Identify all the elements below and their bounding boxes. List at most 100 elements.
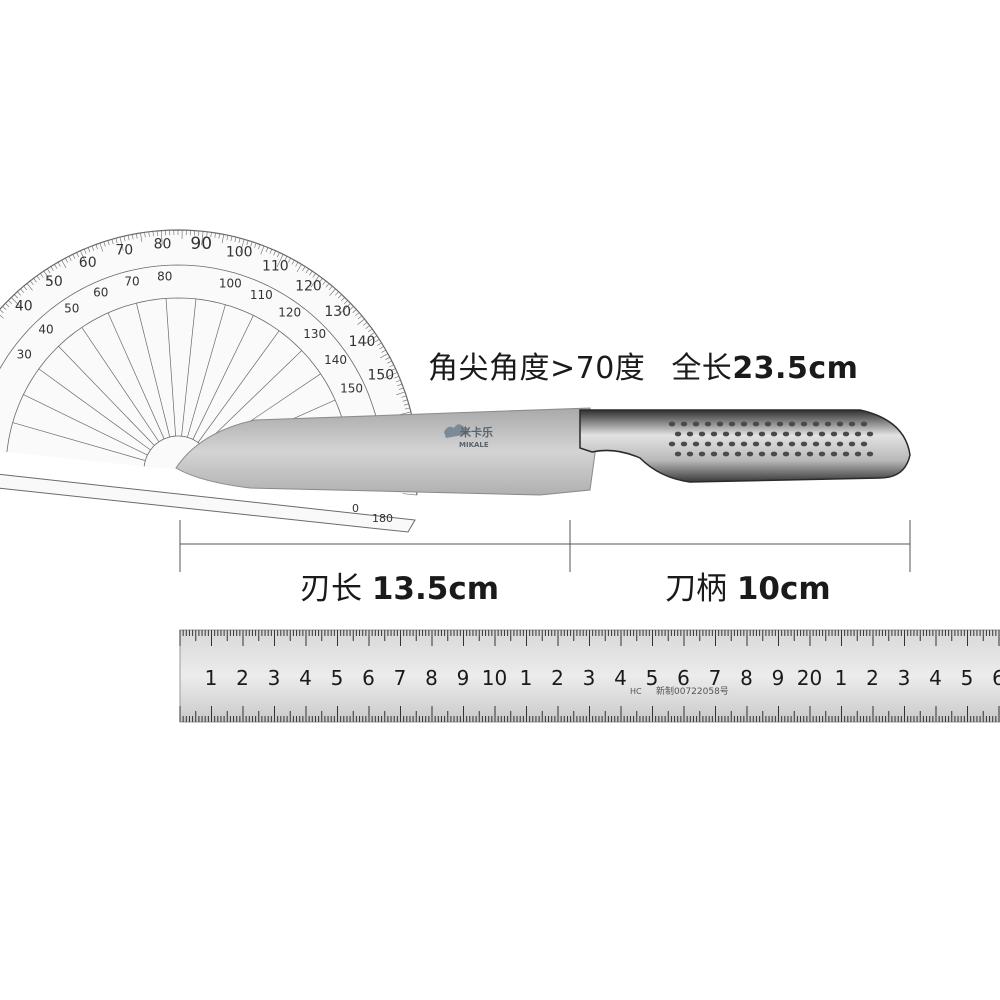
protractor-tick xyxy=(390,368,396,371)
handle-dimple xyxy=(728,421,736,427)
handle-dimple xyxy=(854,451,862,457)
protractor-tick xyxy=(352,309,357,313)
protractor-outer-label: 140 xyxy=(349,334,376,350)
ruler-number: 5 xyxy=(961,666,974,690)
ruler-number: 7 xyxy=(394,666,407,690)
protractor-tick xyxy=(72,254,76,259)
protractor-tick xyxy=(310,275,320,288)
protractor-tick xyxy=(144,232,146,238)
protractor-tick xyxy=(288,257,291,263)
blade-length-caption: 刃长 13.5cm xyxy=(300,563,499,608)
handle-dimple xyxy=(752,421,760,427)
protractor-tick xyxy=(23,285,28,291)
handle-dimple xyxy=(800,441,808,447)
handle-dimple xyxy=(752,441,760,447)
protractor-tick xyxy=(396,391,406,396)
protractor-tick xyxy=(95,244,98,250)
protractor-tick xyxy=(309,270,313,276)
ruler-number: 6 xyxy=(677,666,690,690)
protractor-tick xyxy=(20,288,25,293)
handle-dimple xyxy=(806,431,814,437)
protractor-outer-label: 100 xyxy=(226,245,253,261)
protractor-tick xyxy=(291,259,295,265)
protractor-tick xyxy=(269,248,273,254)
ruler-number: 9 xyxy=(772,666,785,690)
protractor-tick xyxy=(398,387,404,390)
handle-dimple xyxy=(794,431,802,437)
protractor-tick xyxy=(160,230,163,245)
handle-dimple xyxy=(854,431,862,437)
protractor-inner-label: 140 xyxy=(324,353,347,367)
ruler-number: 2 xyxy=(236,666,249,690)
total-length-label: 全长 xyxy=(671,351,733,386)
protractor-end-label: 180 xyxy=(372,512,393,525)
protractor-tick xyxy=(335,291,339,296)
protractor-inner-label: 40 xyxy=(38,322,53,336)
ruler-number: 1 xyxy=(205,666,218,690)
ruler-stamp: 新制00722058号 xyxy=(656,685,729,697)
handle-dimple xyxy=(794,451,802,457)
protractor-tick xyxy=(260,245,265,255)
protractor-tick xyxy=(277,252,280,258)
protractor-tick xyxy=(201,231,204,246)
protractor-inner-label: 100 xyxy=(219,276,242,290)
ruler-number: 1 xyxy=(520,666,533,690)
protractor-tick xyxy=(17,291,21,296)
handle-dimple xyxy=(812,441,820,447)
protractor-tick xyxy=(305,268,309,274)
handle-dimple xyxy=(782,451,790,457)
protractor-ray xyxy=(58,346,155,446)
handle-dimple xyxy=(686,451,694,457)
handle-dimple xyxy=(716,441,724,447)
handle-dimple xyxy=(686,431,694,437)
handle-dimple xyxy=(842,451,850,457)
ruler-number: 4 xyxy=(299,666,312,690)
ruler-number: 4 xyxy=(614,666,627,690)
protractor-tick xyxy=(234,237,237,243)
protractor-tick xyxy=(36,275,41,281)
protractor-tick xyxy=(246,240,249,246)
protractor-outer-label: 120 xyxy=(295,278,322,294)
protractor-tick xyxy=(312,273,316,278)
handle-dimple xyxy=(770,451,778,457)
ruler-number: 4 xyxy=(929,666,942,690)
protractor-tick xyxy=(127,235,130,241)
protractor-ray xyxy=(81,327,160,443)
protractor-tick xyxy=(340,303,351,314)
handle-dimple xyxy=(746,431,754,437)
handle-dimple xyxy=(710,431,718,437)
protractor-tick xyxy=(365,335,378,344)
protractor-outer-label: 90 xyxy=(190,234,212,254)
handle-dimple xyxy=(830,431,838,437)
protractor-tick xyxy=(221,234,225,244)
ruler-number: 3 xyxy=(268,666,281,690)
handle-dimple xyxy=(734,431,742,437)
handle-dimple xyxy=(758,431,766,437)
protractor-tick xyxy=(107,240,110,246)
ruler-number: 7 xyxy=(709,666,722,690)
handle-length-caption: 刀柄 10cm xyxy=(665,563,831,608)
handle-dimple xyxy=(836,421,844,427)
handle-dimple xyxy=(704,421,712,427)
handle-dimple xyxy=(746,451,754,457)
protractor-tick xyxy=(385,357,391,360)
protractor-tick xyxy=(0,309,4,313)
protractor-tick xyxy=(0,314,4,319)
protractor-tick xyxy=(379,346,384,350)
handle-dimple xyxy=(848,441,856,447)
protractor-inner-label: 30 xyxy=(17,347,32,361)
handle-dimple xyxy=(818,431,826,437)
protractor-tick xyxy=(374,339,380,343)
protractor-tick xyxy=(61,259,67,269)
protractor-ray xyxy=(165,298,176,437)
protractor-tick xyxy=(404,407,410,410)
protractor-tick xyxy=(254,242,257,248)
protractor-tick xyxy=(250,241,253,247)
handle-dimple xyxy=(692,441,700,447)
protractor-tick xyxy=(87,247,91,253)
handle-dimple xyxy=(806,451,814,457)
protractor-tick xyxy=(240,239,245,253)
protractor-tick xyxy=(295,262,299,267)
protractor-tick xyxy=(99,242,104,252)
